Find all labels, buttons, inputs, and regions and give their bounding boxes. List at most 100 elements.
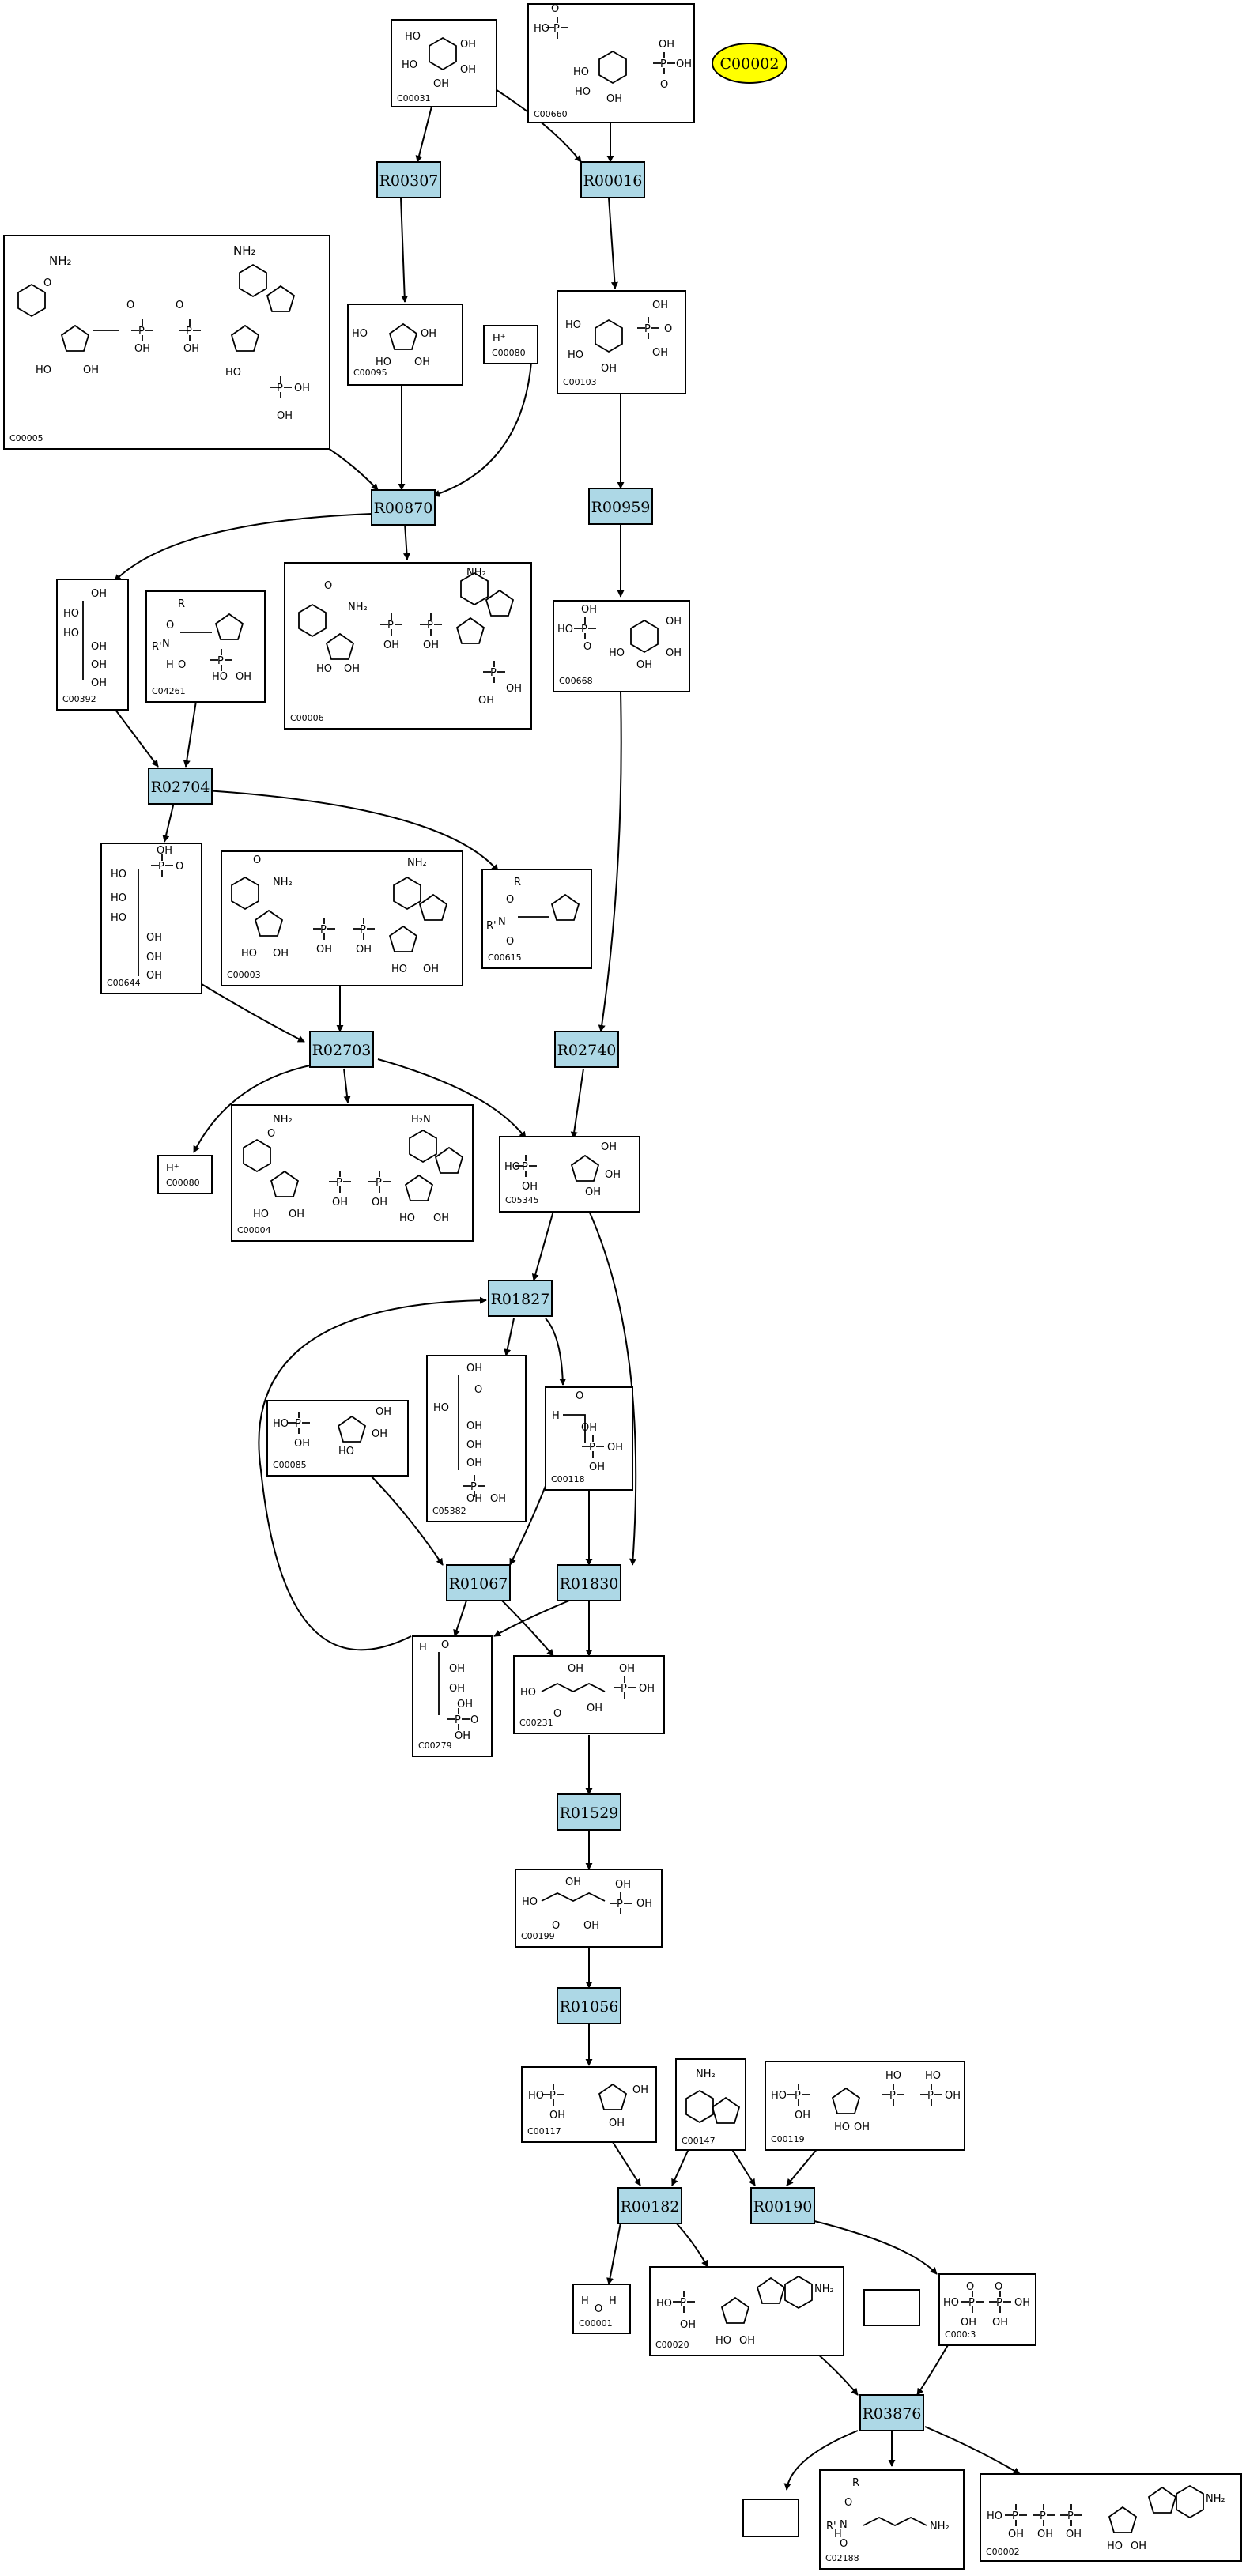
- svg-text:O: O: [660, 79, 668, 91]
- svg-text:R': R': [486, 920, 497, 932]
- compound-C00147[interactable]: NH₂ C00147: [675, 2058, 746, 2151]
- reaction-R00190[interactable]: R00190: [750, 2187, 815, 2224]
- svg-text:OH: OH: [423, 639, 439, 651]
- svg-text:H⁺: H⁺: [493, 333, 506, 345]
- svg-text:OH: OH: [581, 604, 597, 616]
- svg-text:C00119: C00119: [771, 2134, 805, 2144]
- svg-text:OH: OH: [945, 2090, 961, 2102]
- reaction-R00959[interactable]: R00959: [588, 488, 653, 525]
- reaction-R00182[interactable]: R00182: [617, 2187, 682, 2224]
- svg-text:HO: HO: [241, 948, 257, 960]
- compound-C00001[interactable]: HOH C00001: [572, 2284, 631, 2334]
- svg-text:R02704: R02704: [151, 779, 210, 796]
- reaction-R01827[interactable]: R01827: [488, 1280, 553, 1317]
- svg-text:C00080: C00080: [166, 1178, 200, 1188]
- compound-C00615[interactable]: RO R'N O C00615: [481, 869, 592, 969]
- svg-text:C00392: C00392: [62, 694, 96, 704]
- compound-empty-bottom[interactable]: [742, 2499, 799, 2537]
- svg-text:HO: HO: [568, 349, 583, 361]
- svg-text:C00002: C00002: [720, 55, 780, 73]
- svg-text:R': R': [152, 641, 162, 653]
- reaction-R00307[interactable]: R00307: [376, 161, 441, 198]
- svg-text:OH: OH: [466, 1493, 482, 1505]
- reaction-R02740[interactable]: R02740: [554, 1031, 619, 1068]
- reaction-R02704[interactable]: R02704: [148, 768, 213, 805]
- svg-text:HO: HO: [609, 647, 625, 659]
- svg-text:OH: OH: [676, 58, 692, 70]
- svg-text:O: O: [595, 2303, 602, 2315]
- svg-text:C00001: C00001: [579, 2318, 613, 2329]
- reaction-R01067[interactable]: R01067: [446, 1564, 511, 1601]
- svg-text:R02740: R02740: [557, 1042, 617, 1059]
- svg-text:OH: OH: [739, 2335, 755, 2347]
- reaction-R00016[interactable]: R00016: [580, 161, 645, 198]
- svg-text:OH: OH: [372, 1197, 387, 1209]
- svg-text:OH: OH: [134, 343, 150, 355]
- svg-text:O: O: [553, 1708, 561, 1720]
- svg-text:R00307: R00307: [379, 172, 439, 190]
- svg-text:R01056: R01056: [560, 1998, 619, 2016]
- svg-text:HO: HO: [111, 869, 126, 881]
- compound-empty-top[interactable]: [863, 2289, 920, 2326]
- svg-text:OH: OH: [146, 932, 162, 944]
- svg-text:C00660: C00660: [534, 109, 568, 119]
- reaction-R02703[interactable]: R02703: [309, 1031, 374, 1068]
- svg-text:OH: OH: [568, 1663, 583, 1675]
- svg-text:OH: OH: [356, 944, 372, 956]
- svg-text:O: O: [176, 300, 183, 311]
- svg-text:HO: HO: [111, 892, 126, 904]
- svg-text:O: O: [551, 3, 559, 15]
- svg-text:OH: OH: [316, 944, 332, 956]
- reaction-R03876[interactable]: R03876: [859, 2394, 924, 2431]
- compound-C00080-b[interactable]: H⁺ C00080: [157, 1155, 213, 1194]
- svg-text:O: O: [840, 2538, 848, 2550]
- svg-text:OH: OH: [146, 970, 162, 982]
- reaction-R01056[interactable]: R01056: [557, 1987, 621, 2024]
- svg-text:OH: OH: [383, 639, 399, 651]
- reaction-R00870[interactable]: R00870: [371, 489, 436, 526]
- svg-text:OH: OH: [606, 93, 622, 105]
- compound-C00080[interactable]: H⁺ C00080: [483, 325, 538, 364]
- svg-text:C05345: C05345: [505, 1195, 539, 1205]
- svg-text:OH: OH: [652, 347, 668, 359]
- svg-text:H: H: [166, 659, 174, 671]
- svg-text:O: O: [176, 861, 183, 873]
- svg-text:HO: HO: [433, 1402, 449, 1414]
- reaction-R01529[interactable]: R01529: [557, 1793, 621, 1831]
- svg-text:OH: OH: [460, 64, 476, 76]
- compound-C02188[interactable]: RO R'N OH NH₂ C02188: [819, 2469, 965, 2570]
- compound-C00002-highlight[interactable]: C00002: [712, 43, 787, 84]
- reaction-R01830[interactable]: R01830: [557, 1564, 621, 1601]
